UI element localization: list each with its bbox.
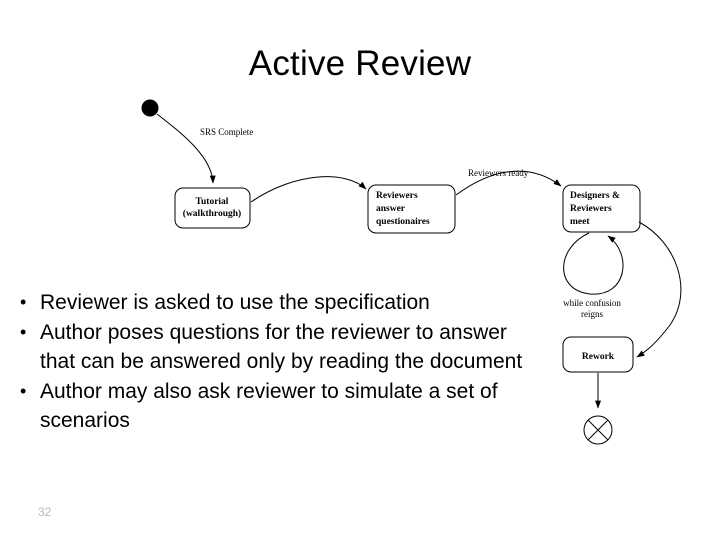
node-questionaires: Reviewers answer questionaires xyxy=(367,184,456,234)
active-review-state-diagram: SRS Complete Tutorial (walkthrough) Revi… xyxy=(120,90,720,480)
edge-label-srs-complete: SRS Complete xyxy=(200,127,253,137)
node-questionaires-line-2: answer xyxy=(376,204,406,214)
list-item: Author poses questions for the reviewer … xyxy=(14,318,524,377)
edge-meet-self-loop xyxy=(563,232,624,295)
node-meet: Designers & Reviewers meet xyxy=(562,184,641,233)
edge-meet-to-rework xyxy=(636,221,682,358)
edge-start-to-tutorial xyxy=(156,113,216,184)
node-meet-line-2: Reviewers xyxy=(570,204,612,214)
page-number: 32 xyxy=(38,505,52,519)
bullet-list: Reviewer is asked to use the specificati… xyxy=(14,288,524,436)
list-item: Reviewer is asked to use the specificati… xyxy=(14,288,524,318)
page-title: Active Review xyxy=(248,44,472,83)
loop-label-while-confusion-reigns-line-1: while confusion xyxy=(563,298,621,308)
node-meet-line-3: meet xyxy=(570,217,590,227)
node-tutorial-line-1: Tutorial xyxy=(196,197,229,207)
node-questionaires-line-1: Reviewers xyxy=(376,191,418,201)
edge-tutorial-to-questionaires xyxy=(250,176,367,203)
bullet-list-container: Reviewer is asked to use the specificati… xyxy=(14,288,524,436)
node-rework: Rework xyxy=(562,336,634,373)
start-node xyxy=(141,99,159,117)
node-meet-line-1: Designers & xyxy=(570,191,620,201)
edge-label-reviewers-ready: Reviewers ready xyxy=(468,168,529,178)
edge-questionaires-to-meet xyxy=(455,170,562,196)
node-tutorial-line-2: (walkthrough) xyxy=(183,208,241,219)
node-questionaires-line-3: questionaires xyxy=(376,217,430,227)
list-item: Author may also ask reviewer to simulate… xyxy=(14,377,524,436)
node-tutorial: Tutorial (walkthrough) xyxy=(174,187,251,229)
end-node xyxy=(583,415,613,445)
node-rework-label: Rework xyxy=(582,352,615,362)
loop-label-while-confusion-reigns-line-2: reigns xyxy=(581,309,603,319)
